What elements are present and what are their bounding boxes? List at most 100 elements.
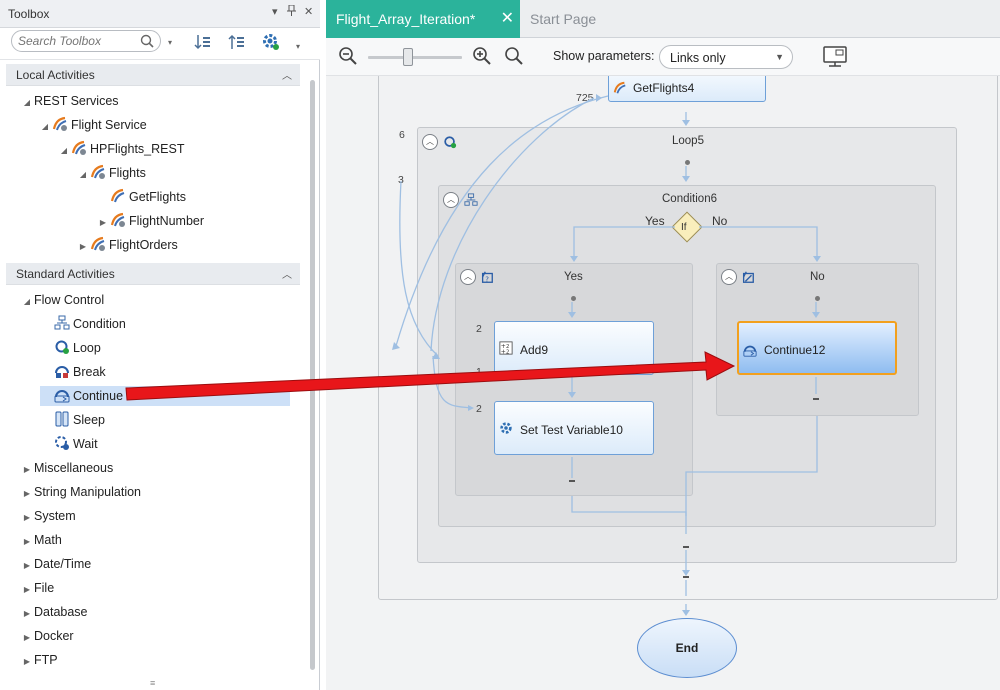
zoom-in-icon[interactable] [472,46,492,66]
tree-item-getflights[interactable]: GetFlights [96,187,186,207]
tree-item-label: Continue [73,389,124,403]
collapsed-arrow-icon[interactable]: ▶ [23,561,31,570]
loop-title: Loop5 [672,135,704,147]
activity-label: Continue12 [764,343,826,357]
loop-icon [444,136,457,149]
tree-item-system[interactable]: ▶System [20,506,76,526]
toolbox-title: Toolbox [8,7,50,21]
search-options-icon[interactable]: ▾ [168,38,173,47]
zoom-fit-icon[interactable] [504,46,524,66]
collapsed-arrow-icon[interactable]: ▶ [23,537,31,546]
tree-item-flow-control[interactable]: ◢Flow Control [20,290,104,310]
section-standard-activities[interactable]: Standard Activities ︿ [6,263,300,285]
slider-knob[interactable] [403,48,413,66]
collapsed-arrow-icon[interactable]: ▶ [23,585,31,594]
search-icon[interactable] [140,34,154,48]
tab-flight-array-iteration[interactable]: Flight_Array_Iteration* ✕ [326,0,520,38]
toolbox-toolbar: ▾ ▾ [0,28,320,60]
scrollbar-thumb[interactable] [310,80,315,670]
tree-item-file[interactable]: ▶File [20,578,54,598]
tree-item-flightorders[interactable]: ▶FlightOrders [76,235,178,255]
end-node[interactable]: End [637,618,737,678]
toolbox-search[interactable] [11,30,161,52]
expand-arrow-icon[interactable]: ◢ [23,98,31,107]
collapsed-arrow-icon[interactable]: ▶ [99,218,107,227]
condition-no-label: No [712,214,728,228]
tree-item-rest-services[interactable]: ◢REST Services [20,91,119,111]
tree-item-label: Condition [73,317,126,331]
toolbox-pin-button[interactable] [287,4,296,19]
search-input[interactable] [18,34,138,48]
expand-arrow-icon[interactable]: ◢ [79,170,87,179]
collapsed-arrow-icon[interactable]: ▶ [23,657,31,666]
resize-grip-icon[interactable]: ≡ [150,678,156,688]
expand-arrow-icon[interactable]: ◢ [23,297,31,306]
toolbox-menu-button[interactable]: ▾ [272,6,278,18]
show-parameters-select[interactable]: Links only ▼ [659,45,793,69]
toolbar-overflow-icon[interactable]: ▾ [296,42,301,51]
collapsed-arrow-icon[interactable]: ▶ [23,633,31,642]
section-label: Local Activities [16,68,95,82]
tree-item-break[interactable]: Break [40,362,106,382]
tree-item-flightnumber[interactable]: ▶FlightNumber [96,211,204,231]
sort-down-icon[interactable] [193,32,213,52]
activity-set-test-variable10[interactable]: Set Test Variable10 [494,401,654,455]
condition-title: Condition6 [662,193,717,205]
collapse-condition-button[interactable]: ︿ [443,192,459,208]
activity-getflights4[interactable]: GetFlights4 [608,76,766,102]
tree-item-string-manipulation[interactable]: ▶String Manipulation [20,482,141,502]
tree-item-label: GetFlights [129,190,186,204]
svg-text:2: 2 [506,344,509,350]
activity-continue12[interactable]: Continue12 [737,321,897,375]
collapsed-arrow-icon[interactable]: ▶ [23,609,31,618]
tree-item-date-time[interactable]: ▶Date/Time [20,554,91,574]
section-local-activities[interactable]: Local Activities ︿ [6,64,300,86]
collapse-loop-button[interactable]: ︿ [422,134,438,150]
monitor-icon[interactable] [822,45,848,69]
set-var-link-number: 2 [476,403,482,415]
close-icon[interactable]: ✕ [500,10,514,27]
chevron-up-icon[interactable]: ︿ [282,270,292,281]
toolbox-close-button[interactable]: ✕ [304,6,314,18]
collapse-yes-button[interactable]: ︿ [460,269,476,285]
settings-gear-icon[interactable] [261,32,281,52]
tree-item-miscellaneous[interactable]: ▶Miscellaneous [20,458,113,478]
tree-item-condition[interactable]: Condition [40,314,126,334]
svg-text:+: + [501,343,506,350]
toolbox-scrollbar[interactable] [308,60,316,670]
tree-item-database[interactable]: ▶Database [20,602,88,622]
collapsed-arrow-icon[interactable]: ▶ [23,465,31,474]
tree-item-hpflights-rest[interactable]: ◢HPFlights_REST [57,139,184,159]
rest-service-icon [71,140,86,155]
zoom-out-icon[interactable] [338,46,358,66]
sort-up-icon[interactable] [227,32,247,52]
tree-item-math[interactable]: ▶Math [20,530,62,550]
collapsed-arrow-icon[interactable]: ▶ [23,513,31,522]
tree-item-continue[interactable]: Continue [40,386,290,406]
zoom-slider[interactable] [368,47,462,67]
tree-item-docker[interactable]: ▶Docker [20,626,74,646]
collapsed-arrow-icon[interactable]: ▶ [79,242,87,251]
tree-item-flights[interactable]: ◢ Flights [76,163,146,183]
tree-item-wait[interactable]: Wait [40,434,98,454]
tree-item-label: Wait [73,437,98,451]
connector-dot [571,296,576,301]
expand-arrow-icon[interactable]: ◢ [41,122,49,131]
chevron-up-icon[interactable]: ︿ [282,71,292,82]
expand-arrow-icon[interactable]: ◢ [60,146,68,155]
tab-start-page[interactable]: Start Page [520,0,606,38]
flow-canvas[interactable]: GetFlights4 725 ︿ Loop5 6 ︿ Condition6 3… [326,76,1000,690]
tree-item-sleep[interactable]: Sleep [40,410,105,430]
collapse-no-button[interactable]: ︿ [721,269,737,285]
tree-item-ftp[interactable]: ▶FTP [20,650,58,670]
tree-item-label: Flights [109,166,146,180]
tree-item-label: Date/Time [34,557,92,571]
no-branch-title: No [810,271,825,283]
tree-item-label: Sleep [73,413,105,427]
tree-item-label: Flight Service [71,118,147,132]
collapsed-arrow-icon[interactable]: ▶ [23,489,31,498]
tree-item-flight-service[interactable]: ◢ Flight Service [38,115,147,135]
tab-label: Start Page [530,11,597,27]
tree-item-loop[interactable]: Loop [40,338,101,358]
pin-icon [287,4,296,16]
